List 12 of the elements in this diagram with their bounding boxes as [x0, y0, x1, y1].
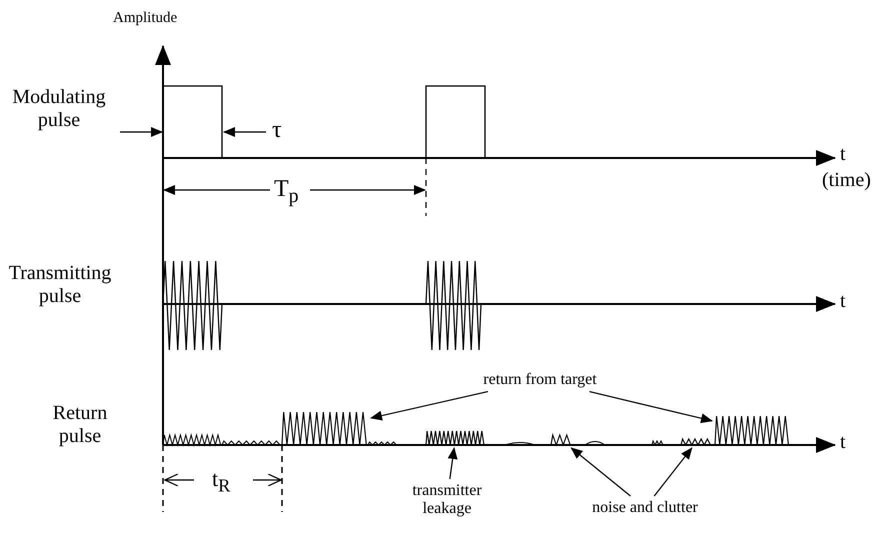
leader-line — [370, 391, 488, 421]
echo-burst — [281, 411, 369, 446]
leader-line — [589, 391, 713, 424]
clutter-blip — [680, 437, 712, 446]
leader-line — [654, 447, 692, 496]
leader-line — [448, 447, 458, 480]
echo-burst — [714, 415, 791, 446]
axis-title: Amplitude — [113, 10, 178, 28]
axis-unit: (time) — [822, 169, 871, 192]
leakage-burst — [425, 430, 486, 446]
leader-line — [570, 447, 631, 496]
clutter-blip — [550, 432, 572, 447]
